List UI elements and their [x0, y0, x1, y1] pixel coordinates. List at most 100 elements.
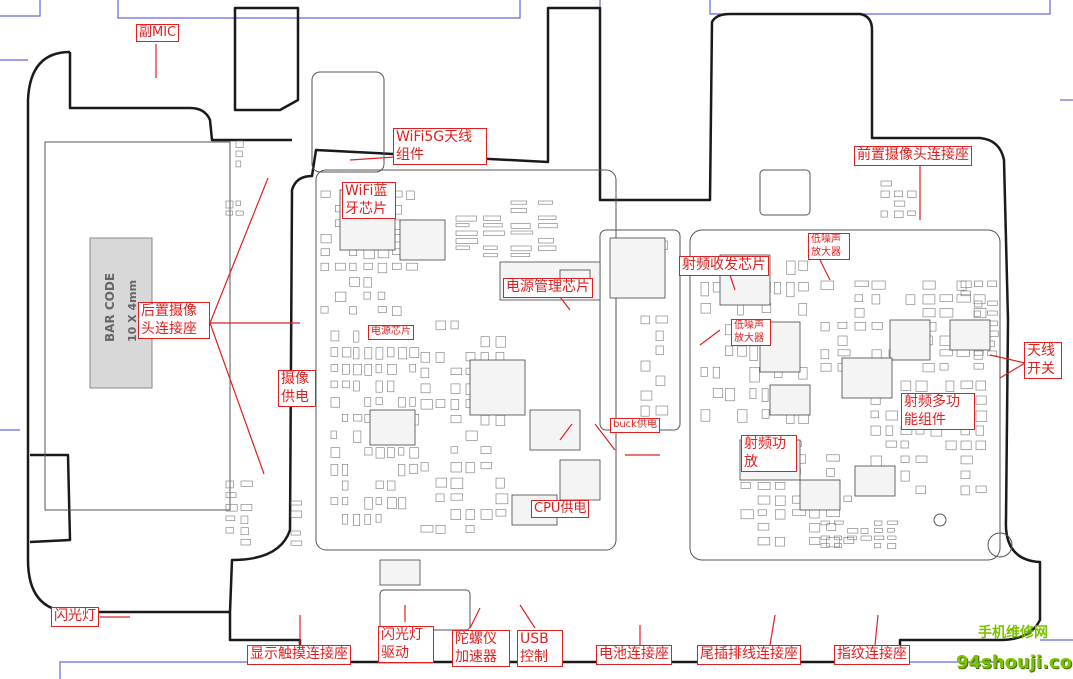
- pad: [774, 536, 785, 547]
- pad: [820, 520, 830, 526]
- label-wifi-bt-chip: WiFi蓝牙芯片: [342, 182, 396, 219]
- pad: [420, 367, 430, 379]
- pad: [450, 414, 462, 424]
- pad: [235, 160, 242, 168]
- pad: [749, 345, 758, 361]
- label-rf-transceiver: 射频收发芯片: [679, 256, 769, 276]
- pad: [905, 294, 916, 305]
- pad: [837, 335, 848, 346]
- pad: [854, 294, 863, 302]
- pad: [435, 493, 445, 502]
- pad: [330, 497, 339, 505]
- pad: [887, 520, 898, 525]
- pad: [320, 234, 332, 244]
- label-cpu-power: CPU供电: [531, 500, 590, 519]
- pad: [510, 230, 534, 235]
- pad: [330, 430, 337, 439]
- pad: [377, 306, 387, 313]
- pad: [907, 190, 917, 198]
- pad: [798, 281, 809, 292]
- pad: [435, 352, 445, 363]
- pad: [833, 535, 842, 541]
- pad: [900, 470, 910, 482]
- pad: [420, 462, 429, 472]
- pad: [353, 347, 360, 360]
- pad: [757, 495, 771, 505]
- pad: [386, 347, 395, 358]
- pad: [860, 528, 869, 534]
- pad: [483, 230, 505, 236]
- label-usb-control: USB控制: [517, 630, 563, 667]
- label-camera-power: 摄像供电: [278, 370, 316, 407]
- pad: [483, 245, 498, 250]
- pad: [939, 335, 952, 346]
- pad: [409, 447, 419, 459]
- pad: [725, 388, 735, 402]
- pad: [712, 388, 724, 398]
- pad: [375, 497, 382, 505]
- pad: [435, 399, 446, 409]
- pad: [854, 308, 865, 318]
- pad: [330, 380, 338, 389]
- pad: [915, 380, 928, 392]
- pad: [341, 463, 348, 476]
- pad: [495, 477, 505, 489]
- pad: [363, 277, 372, 288]
- pad: [406, 190, 415, 200]
- pad: [510, 245, 532, 252]
- pad: [510, 223, 531, 229]
- pad: [820, 321, 830, 332]
- pad: [483, 215, 502, 221]
- pad: [364, 347, 373, 360]
- pad: [900, 455, 910, 463]
- pad: [450, 399, 459, 410]
- pad: [225, 210, 233, 216]
- pad: [887, 528, 895, 533]
- pad: [973, 363, 984, 370]
- pad: [975, 425, 984, 436]
- pad: [871, 280, 886, 290]
- pad: [973, 280, 983, 287]
- label-wifi5g-antenna: WiFi5G天线组件: [393, 128, 487, 165]
- pad: [700, 303, 711, 314]
- pad: [820, 363, 832, 372]
- pad: [406, 262, 418, 271]
- pad: [939, 308, 954, 318]
- pad: [887, 535, 897, 540]
- pad: [837, 349, 851, 357]
- pad: [885, 425, 894, 436]
- pad: [960, 485, 970, 496]
- pad: [922, 363, 935, 373]
- pad: [375, 447, 385, 459]
- pad: [334, 291, 347, 302]
- pad: [225, 480, 234, 489]
- pad: [290, 500, 302, 506]
- pad: [538, 238, 554, 244]
- pad: [987, 280, 998, 287]
- pad: [341, 363, 350, 375]
- pad: [640, 360, 651, 372]
- pad: [483, 223, 503, 228]
- pad: [450, 493, 463, 501]
- watermark-bottom: 94shouji.com: [956, 652, 1073, 673]
- pad: [975, 410, 988, 422]
- pad: [749, 388, 757, 399]
- pad: [409, 397, 416, 407]
- pad: [860, 535, 872, 541]
- label-flash-led: 闪光灯: [51, 607, 99, 627]
- pad: [455, 238, 479, 244]
- pad: [725, 345, 734, 356]
- pad: [655, 345, 664, 355]
- pad: [420, 399, 433, 410]
- pad: [922, 280, 936, 290]
- pad: [774, 495, 786, 506]
- pad: [225, 503, 238, 512]
- pad: [398, 463, 406, 477]
- pad: [341, 413, 348, 422]
- pad: [640, 405, 650, 417]
- pad: [353, 330, 360, 343]
- pad: [826, 509, 841, 517]
- pad: [893, 210, 904, 218]
- pad: [786, 281, 795, 298]
- pad: [240, 538, 251, 546]
